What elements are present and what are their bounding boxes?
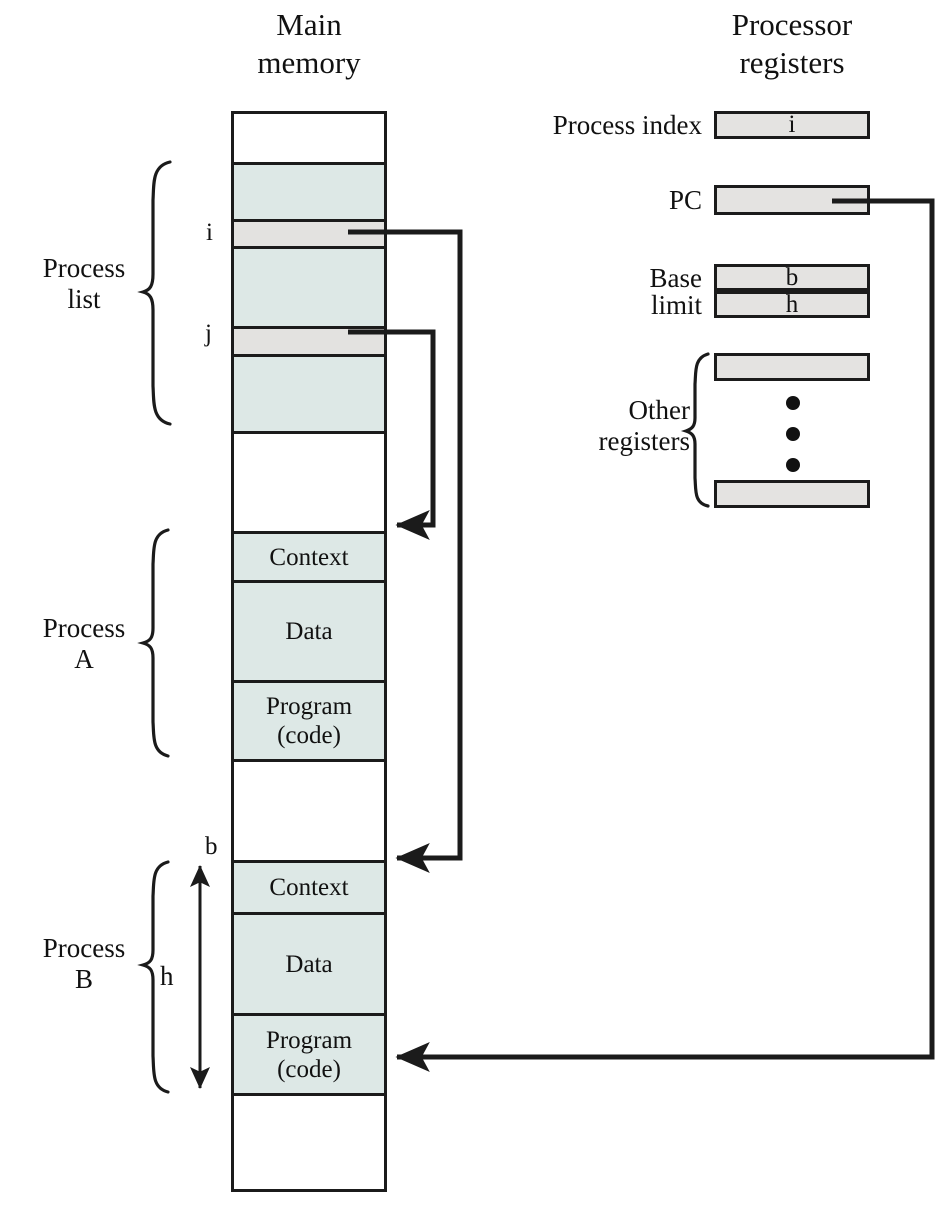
tick-label-b: b: [205, 833, 218, 860]
processor-registers-title-line2: registers: [739, 45, 845, 80]
process-list-line1: Process: [42, 253, 126, 283]
memory-band-process-entry-i: [234, 219, 384, 249]
register-value: b: [785, 263, 799, 291]
process-b-line1: Process: [42, 933, 126, 963]
memory-band-process-list-3: [234, 357, 384, 431]
memory-band-label: Data: [285, 618, 333, 645]
processor-registers-title: Processor registers: [672, 6, 912, 82]
register-box-base[interactable]: b: [714, 264, 870, 291]
main-memory-title: Main memory: [231, 6, 387, 82]
register-box-pc[interactable]: [714, 185, 870, 215]
bracket-label-process-a: Process A: [24, 613, 144, 675]
memory-band-label: Context: [269, 874, 349, 901]
process-b-line2: B: [74, 964, 93, 994]
register-label-limit: limit: [650, 290, 702, 320]
other-registers-line2: registers: [598, 426, 690, 456]
code-word: (code): [277, 1055, 341, 1083]
memory-band-free-top: [234, 114, 384, 162]
main-memory-column: Context Data Program (code) Context Data…: [231, 111, 387, 1192]
memory-band-free-mid-2: [234, 759, 384, 860]
bracket-label-other-registers: Other registers: [540, 395, 690, 457]
register-label-base: Base: [649, 263, 702, 293]
register-label-process-index: Process index: [552, 110, 702, 140]
processor-registers-title-line1: Processor: [731, 7, 853, 42]
main-memory-title-line1: Main: [276, 7, 342, 42]
register-box-other-last[interactable]: [714, 480, 870, 508]
connector-pc-to-process-b-program: [395, 198, 935, 1072]
bracket-label-process-list: Process list: [24, 253, 144, 315]
main-memory-title-line2: memory: [257, 45, 361, 80]
process-list-line2: list: [67, 284, 101, 314]
tick-label-i: i: [206, 219, 213, 246]
register-value: h: [785, 290, 799, 318]
memory-band-label: Data: [285, 950, 333, 978]
memory-band-process-b-program: Program (code): [234, 1013, 384, 1093]
memory-band-process-a-data: Data: [234, 580, 384, 680]
memory-band-process-list-1: [234, 162, 384, 219]
register-box-process-index[interactable]: i: [714, 111, 870, 139]
memory-band-free-mid-1: [234, 431, 384, 531]
other-registers-line1: Other: [628, 395, 690, 425]
ellipsis-dot-2: [786, 427, 800, 441]
memory-band-process-a-context: Context: [234, 531, 384, 580]
process-a-line1: Process: [42, 613, 126, 643]
register-box-other-first[interactable]: [714, 353, 870, 381]
memory-band-process-b-data: Data: [234, 912, 384, 1013]
bracket-process-list: [137, 160, 172, 426]
dimension-label-h: h: [160, 961, 174, 991]
code-word: (code): [277, 722, 341, 749]
tick-label-j: j: [205, 320, 212, 347]
register-label-pc: PC: [668, 185, 702, 215]
register-box-limit[interactable]: h: [714, 291, 870, 318]
ellipsis-dot-3: [786, 458, 800, 472]
register-value: i: [788, 111, 796, 138]
memory-band-process-b-context: Context: [234, 860, 384, 912]
ellipsis-dot-1: [786, 396, 800, 410]
memory-band-process-entry-j: [234, 326, 384, 357]
memory-band-process-a-program: Program (code): [234, 680, 384, 759]
process-a-line2: A: [74, 644, 94, 674]
program-word: Program: [265, 693, 353, 720]
program-word: Program: [265, 1026, 353, 1054]
memory-band-label: Program (code): [266, 692, 352, 750]
memory-band-label: Program (code): [266, 1026, 352, 1084]
bracket-label-process-b: Process B: [24, 933, 144, 995]
bracket-process-a: [137, 528, 170, 758]
memory-band-free-bottom: [234, 1093, 384, 1189]
memory-band-label: Context: [269, 543, 349, 571]
memory-band-process-list-2: [234, 249, 384, 326]
